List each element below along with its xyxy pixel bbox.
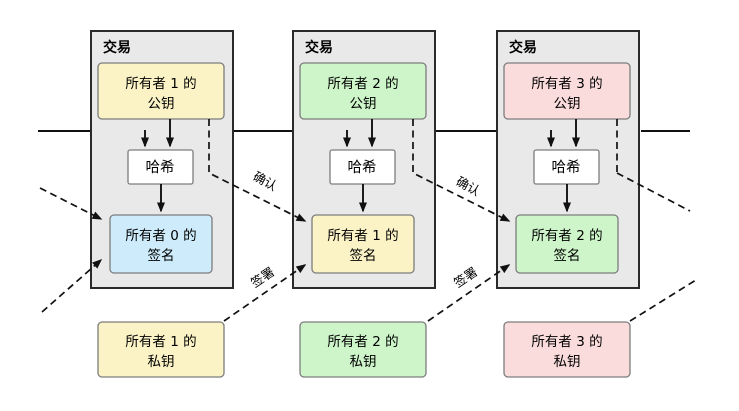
private-key-box <box>503 321 631 378</box>
sign-arrow-into-tx1 <box>41 259 103 313</box>
hash-label: 哈希 <box>552 159 581 176</box>
transaction-title: 交易 <box>103 39 131 56</box>
public-key-label-line2: 公钥 <box>350 96 377 112</box>
verify-label-1: 确认 <box>251 168 281 193</box>
sign-label-2: 签署 <box>451 264 480 290</box>
public-key-box <box>97 62 225 120</box>
transaction-title: 交易 <box>509 39 537 56</box>
signature-label-line2: 签名 <box>554 247 581 264</box>
sign-link-privkey1-to-tx2 <box>223 264 307 322</box>
public-key-label-line2: 公钥 <box>148 96 175 112</box>
verify-link-tx3-out <box>616 172 691 212</box>
public-key-label-line1: 所有者 2 的 <box>327 76 398 92</box>
verify-link-tx2-to-tx3 <box>412 119 511 222</box>
sign-link-privkey3-out <box>629 279 697 322</box>
signature-box <box>311 214 415 274</box>
sign-link-privkey2-to-tx3 <box>427 264 511 322</box>
public-key-box <box>503 62 631 120</box>
private-key-label-line1: 所有者 1 的 <box>125 334 196 350</box>
private-key-box <box>299 321 427 378</box>
public-key-label-line1: 所有者 1 的 <box>125 76 196 92</box>
public-key-label-line2: 公钥 <box>554 96 581 112</box>
private-key-label-line1: 所有者 3 的 <box>531 334 602 350</box>
hash-label: 哈希 <box>348 159 377 176</box>
signature-label-line2: 签名 <box>350 247 377 264</box>
signature-label-line1: 所有者 0 的 <box>125 228 196 244</box>
transaction-block-1: 交易 所有者 1 的 公钥 哈希 所有者 0 的 签名 所有者 1 的 私钥 <box>90 30 234 378</box>
private-key-label-line2: 私钥 <box>554 354 581 370</box>
signature-box <box>515 214 619 274</box>
transaction-block-2: 交易 所有者 2 的 公钥 哈希 所有者 1 的 签名 所有者 2 的 私钥 <box>292 30 436 378</box>
private-key-label-line2: 私钥 <box>350 354 377 370</box>
private-key-label-line2: 私钥 <box>148 354 175 370</box>
verify-link-tx1-to-tx2 <box>208 119 307 222</box>
signature-label-line1: 所有者 2 的 <box>531 228 602 244</box>
public-key-box <box>299 62 427 120</box>
hash-label: 哈希 <box>146 159 175 176</box>
transaction-block-3: 交易 所有者 3 的 公钥 哈希 所有者 2 的 签名 所有者 3 的 私钥 <box>496 30 640 378</box>
signature-label-line2: 签名 <box>148 247 175 264</box>
transaction-title: 交易 <box>305 39 333 56</box>
private-key-label-line1: 所有者 2 的 <box>327 334 398 350</box>
public-key-label-line1: 所有者 3 的 <box>531 76 602 92</box>
signature-box <box>109 214 213 274</box>
signature-label-line1: 所有者 1 的 <box>327 228 398 244</box>
private-key-box <box>97 321 225 378</box>
